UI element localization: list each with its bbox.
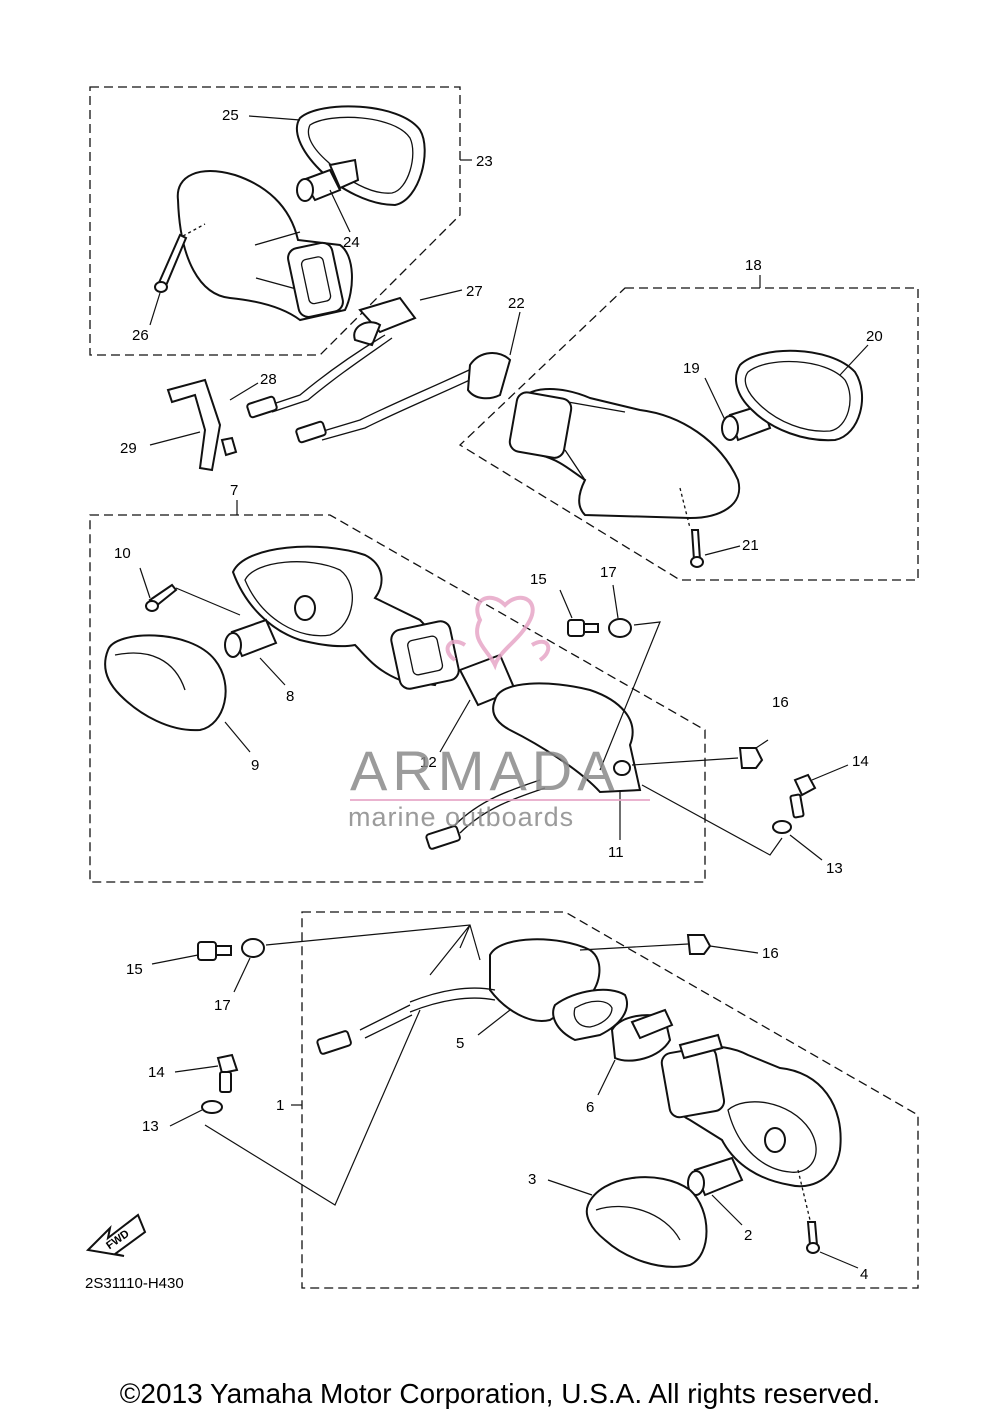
- wire-grommet-27: [353, 296, 417, 347]
- turn-signal-housing-upper: [176, 170, 353, 322]
- callout-9: 9: [251, 757, 259, 774]
- assembly-box-7: [89, 514, 706, 883]
- callout-17-middle: 17: [600, 564, 617, 581]
- connector-upper-a: [246, 395, 278, 419]
- connector-upper-b: [295, 420, 327, 444]
- diagram-code: 2S31110-H430: [85, 1275, 184, 1292]
- callout-2: 2: [744, 1227, 752, 1244]
- callout-17-lower: 17: [214, 997, 231, 1014]
- screw-upper: [154, 233, 188, 293]
- callout-25: 25: [222, 107, 239, 124]
- callout-8: 8: [286, 688, 294, 705]
- callout-27: 27: [466, 283, 483, 300]
- callout-18: 18: [745, 257, 762, 274]
- watermark-brand: ARMADA: [350, 739, 620, 802]
- bulb-lower: [687, 1156, 744, 1197]
- callout-10: 10: [114, 545, 131, 562]
- callout-28: 28: [260, 371, 277, 388]
- bolt-15-middle: [567, 619, 599, 637]
- assembly-box-18: [458, 287, 919, 581]
- bulb-middle: [224, 618, 278, 658]
- callout-24: 24: [343, 234, 360, 251]
- callout-3: 3: [528, 1171, 536, 1188]
- washer-13-middle: [772, 820, 792, 834]
- callout-29: 29: [120, 440, 137, 457]
- copyright-notice: ©2013 Yamaha Motor Corporation, U.S.A. A…: [119, 1378, 881, 1409]
- callout-12: 12: [420, 754, 437, 771]
- callout-15-middle: 15: [530, 571, 547, 588]
- callout-11: 11: [608, 844, 624, 861]
- bolt-14-lower: [216, 1053, 239, 1093]
- assembly-box-1: [301, 911, 919, 1289]
- lens-lower: [585, 1176, 708, 1268]
- watermark: ARMADA marine outboards: [348, 595, 650, 832]
- turn-signal-housing-middle: [231, 545, 460, 690]
- washer-13-lower: [201, 1100, 223, 1114]
- connector-middle: [425, 825, 461, 850]
- grommet-6: [610, 1008, 674, 1062]
- collar-17-middle: [608, 618, 632, 638]
- forward-arrow-icon: FWD: [85, 1213, 147, 1257]
- stay-5: [489, 938, 628, 1042]
- connector-lower: [316, 1030, 352, 1055]
- lens-right: [735, 349, 864, 442]
- turn-signal-housing-lower: [660, 1033, 842, 1188]
- grommet-22: [466, 352, 512, 400]
- callout-21: 21: [742, 537, 759, 554]
- turn-signal-housing-right: [508, 388, 741, 520]
- lens-upper: [295, 105, 426, 207]
- bolt-14-middle: [789, 773, 817, 819]
- nut-16-lower: [686, 934, 712, 955]
- callout-15-lower: 15: [126, 961, 143, 978]
- watermark-logo-icon: [445, 595, 551, 671]
- lens-middle: [104, 634, 227, 732]
- bolt-15-lower: [197, 941, 232, 961]
- stay-11: [492, 682, 642, 794]
- collar-17-lower: [241, 938, 265, 958]
- callout-20: 20: [866, 328, 883, 345]
- callout-7: 7: [230, 482, 238, 499]
- assembly-box-23: [89, 86, 461, 356]
- callout-13-lower: 13: [142, 1118, 159, 1135]
- callout-1: 1: [276, 1097, 284, 1114]
- wire-band-29: [166, 378, 238, 472]
- callout-16-lower: 16: [762, 945, 779, 962]
- watermark-tagline: marine outboards: [348, 802, 574, 832]
- callout-14-middle: 14: [852, 753, 869, 770]
- screw-middle: [145, 583, 178, 612]
- screw-right: [690, 529, 704, 568]
- screw-lower: [806, 1221, 820, 1254]
- callout-14-lower: 14: [148, 1064, 165, 1081]
- callout-22: 22: [508, 295, 525, 312]
- callout-13-middle: 13: [826, 860, 843, 877]
- callout-23: 23: [476, 153, 493, 170]
- callout-19: 19: [683, 360, 700, 377]
- nut-16-middle: [738, 747, 764, 769]
- callout-26: 26: [132, 327, 149, 344]
- callout-16-middle: 16: [772, 694, 789, 711]
- callout-6: 6: [586, 1099, 594, 1116]
- callout-4: 4: [860, 1266, 868, 1283]
- callout-5: 5: [456, 1035, 464, 1052]
